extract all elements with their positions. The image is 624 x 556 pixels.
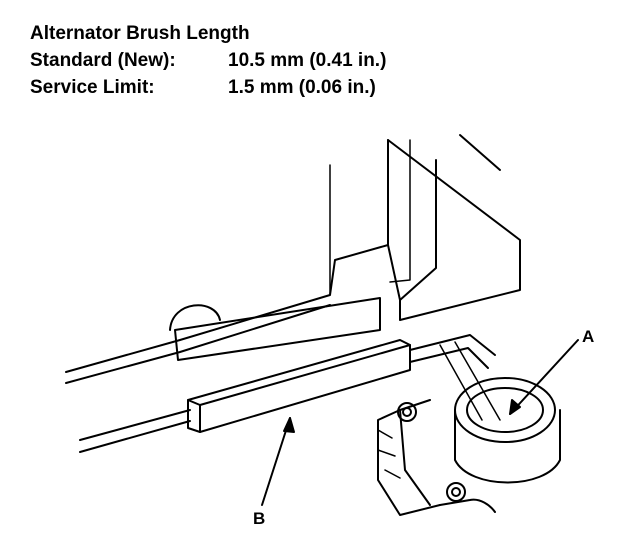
callout-a: A	[582, 327, 595, 346]
arrowhead-a	[509, 399, 521, 415]
spec-title: Alternator Brush Length	[30, 23, 250, 44]
spec-block: Alternator Brush Length Standard (New): …	[30, 20, 386, 101]
standard-label: Standard (New):	[30, 50, 176, 71]
limit-label: Service Limit:	[30, 77, 155, 98]
leader-a	[509, 339, 579, 415]
callout-b: B	[253, 509, 266, 528]
standard-value: 10.5 mm (0.41 in.)	[228, 50, 387, 71]
spec-limit-row: Service Limit: 1.5 mm (0.06 in.)	[30, 74, 376, 101]
limit-value: 1.5 mm (0.06 in.)	[228, 77, 376, 98]
leader-lines	[261, 339, 579, 506]
leader-b	[261, 417, 291, 506]
brush-holder	[377, 377, 561, 516]
arrowhead-b	[283, 417, 295, 433]
vernier-caliper	[65, 134, 521, 453]
spec-standard-row: Standard (New): 10.5 mm (0.41 in.)	[30, 47, 386, 74]
